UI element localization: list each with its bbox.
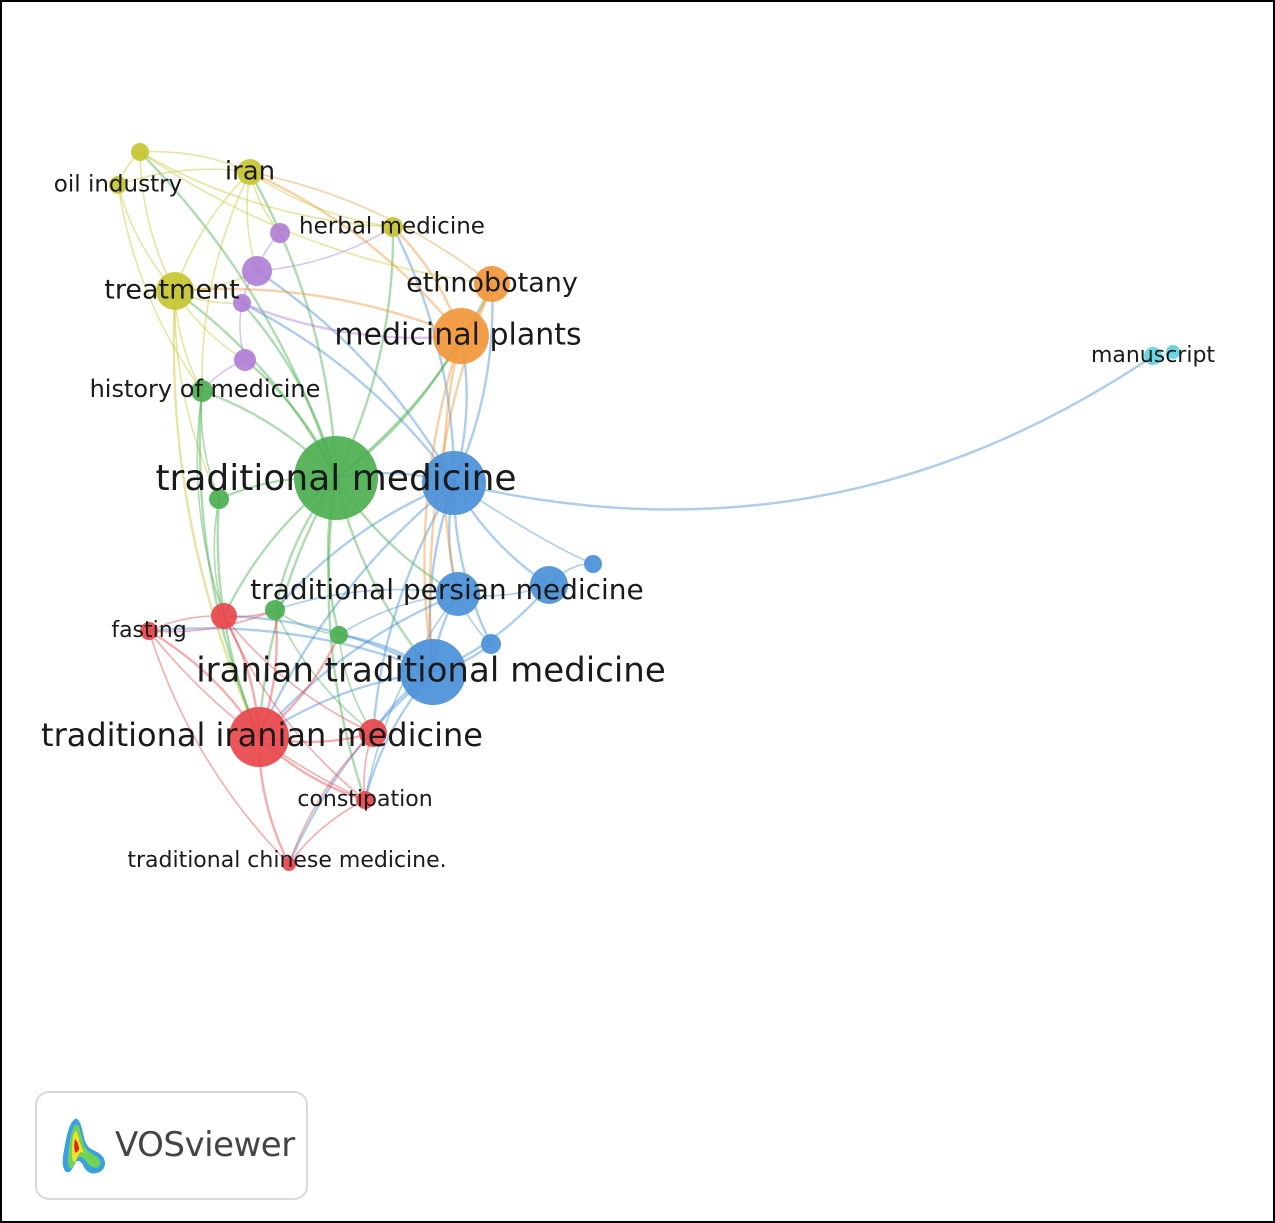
label-traditional-persian-medicine: traditional persian medicine — [250, 573, 644, 606]
node-yellow-top[interactable] — [131, 143, 149, 161]
label-constipation: constipation — [297, 787, 432, 812]
network-edge — [174, 290, 220, 500]
node-layer — [109, 143, 1180, 871]
node-red-b[interactable] — [359, 719, 387, 747]
network-edge — [274, 609, 374, 734]
network-edge — [327, 476, 367, 802]
node-purple-3[interactable] — [233, 294, 251, 312]
label-ethnobotany: ethnobotany — [406, 268, 578, 299]
network-edge — [139, 151, 394, 228]
network-edge — [240, 301, 463, 340]
network-edge — [248, 170, 463, 338]
label-traditional-iranian-medicine: traditional iranian medicine — [41, 716, 483, 754]
label-medicinal-plants: medicinal plants — [334, 318, 581, 353]
network-edge — [117, 168, 251, 186]
node-blue-b[interactable] — [481, 634, 501, 654]
node-red-a[interactable] — [211, 603, 237, 629]
node-ethnobotany[interactable] — [474, 266, 510, 302]
network-edge — [223, 615, 374, 734]
label-treatment: treatment — [104, 275, 239, 306]
node-green-a[interactable] — [209, 489, 229, 509]
node-iranian-traditional-medicine[interactable] — [400, 639, 466, 705]
network-edge — [288, 732, 374, 865]
label-traditional-chinese-medicine: traditional chinese medicine. — [127, 848, 446, 873]
network-edge — [200, 390, 220, 500]
network-edge — [274, 588, 459, 611]
network-edge — [148, 609, 276, 633]
network-edge — [371, 481, 456, 735]
network-edge — [257, 592, 460, 739]
node-traditional-chinese-medicine[interactable] — [282, 857, 296, 871]
vosviewer-logo-icon — [62, 1118, 105, 1174]
node-constipation[interactable] — [356, 791, 374, 809]
network-edge — [423, 334, 463, 674]
node-blue-c[interactable] — [584, 555, 602, 573]
label-herbal-medicine: herbal medicine — [299, 214, 485, 240]
network-edge — [248, 170, 338, 480]
network-edge — [117, 184, 203, 392]
network-edge — [249, 171, 394, 228]
network-edge — [196, 390, 225, 617]
network-edge — [173, 287, 463, 338]
network-edge — [452, 354, 1155, 511]
node-manuscript[interactable] — [1144, 347, 1162, 365]
network-edge — [139, 151, 493, 285]
node-treatment[interactable] — [156, 272, 194, 310]
node-traditional-iranian-medicine[interactable] — [229, 707, 289, 767]
vosviewer-logo-box: VOSviewer — [35, 1091, 308, 1200]
network-edge — [201, 171, 251, 392]
node-herbal-medicine[interactable] — [383, 217, 403, 237]
label-traditional-medicine: traditional medicine — [155, 458, 516, 499]
network-edge — [288, 799, 366, 865]
label-iranian-traditional-medicine: iranian traditional medicine — [196, 651, 666, 691]
node-oil-industry[interactable] — [109, 176, 127, 194]
network-edge — [255, 269, 456, 485]
node-tm-blue[interactable] — [422, 451, 486, 515]
node-green-b[interactable] — [265, 600, 285, 620]
node-traditional-persian-medicine[interactable] — [436, 572, 480, 616]
node-history-of-medicine[interactable] — [191, 380, 213, 402]
node-purple-2[interactable] — [242, 256, 272, 286]
network-edge — [256, 226, 394, 272]
network-edge — [198, 389, 261, 739]
network-edge — [240, 301, 456, 485]
node-iran[interactable] — [237, 159, 263, 185]
label-iran: iran — [225, 157, 275, 187]
node-traditional-medicine[interactable] — [294, 436, 378, 520]
label-fasting: fasting — [111, 618, 186, 643]
network-edge — [172, 289, 261, 739]
network-edge — [364, 593, 459, 801]
node-green-c[interactable] — [330, 626, 348, 644]
vosviewer-logo-text: VOSviewer — [115, 1125, 295, 1165]
label-history-of-medicine: history of medicine — [90, 375, 321, 403]
node-fasting[interactable] — [140, 622, 158, 640]
network-edge — [138, 150, 338, 480]
node-purple-4[interactable] — [234, 349, 256, 371]
node-purple-1[interactable] — [270, 223, 290, 243]
node-blue-a[interactable] — [530, 566, 568, 604]
label-oil-industry: oil industry — [54, 172, 182, 198]
node-manuscript-b[interactable] — [1166, 345, 1180, 359]
network-edge — [148, 630, 290, 865]
label-manuscript: manuscript — [1091, 343, 1215, 368]
label-layer: traditional medicine iranian traditional … — [41, 157, 1215, 874]
node-medicinal-plants[interactable] — [433, 308, 489, 364]
network-edge — [257, 481, 456, 739]
network-edge — [147, 627, 435, 674]
network-edge — [223, 615, 366, 801]
network-edge — [249, 171, 493, 285]
